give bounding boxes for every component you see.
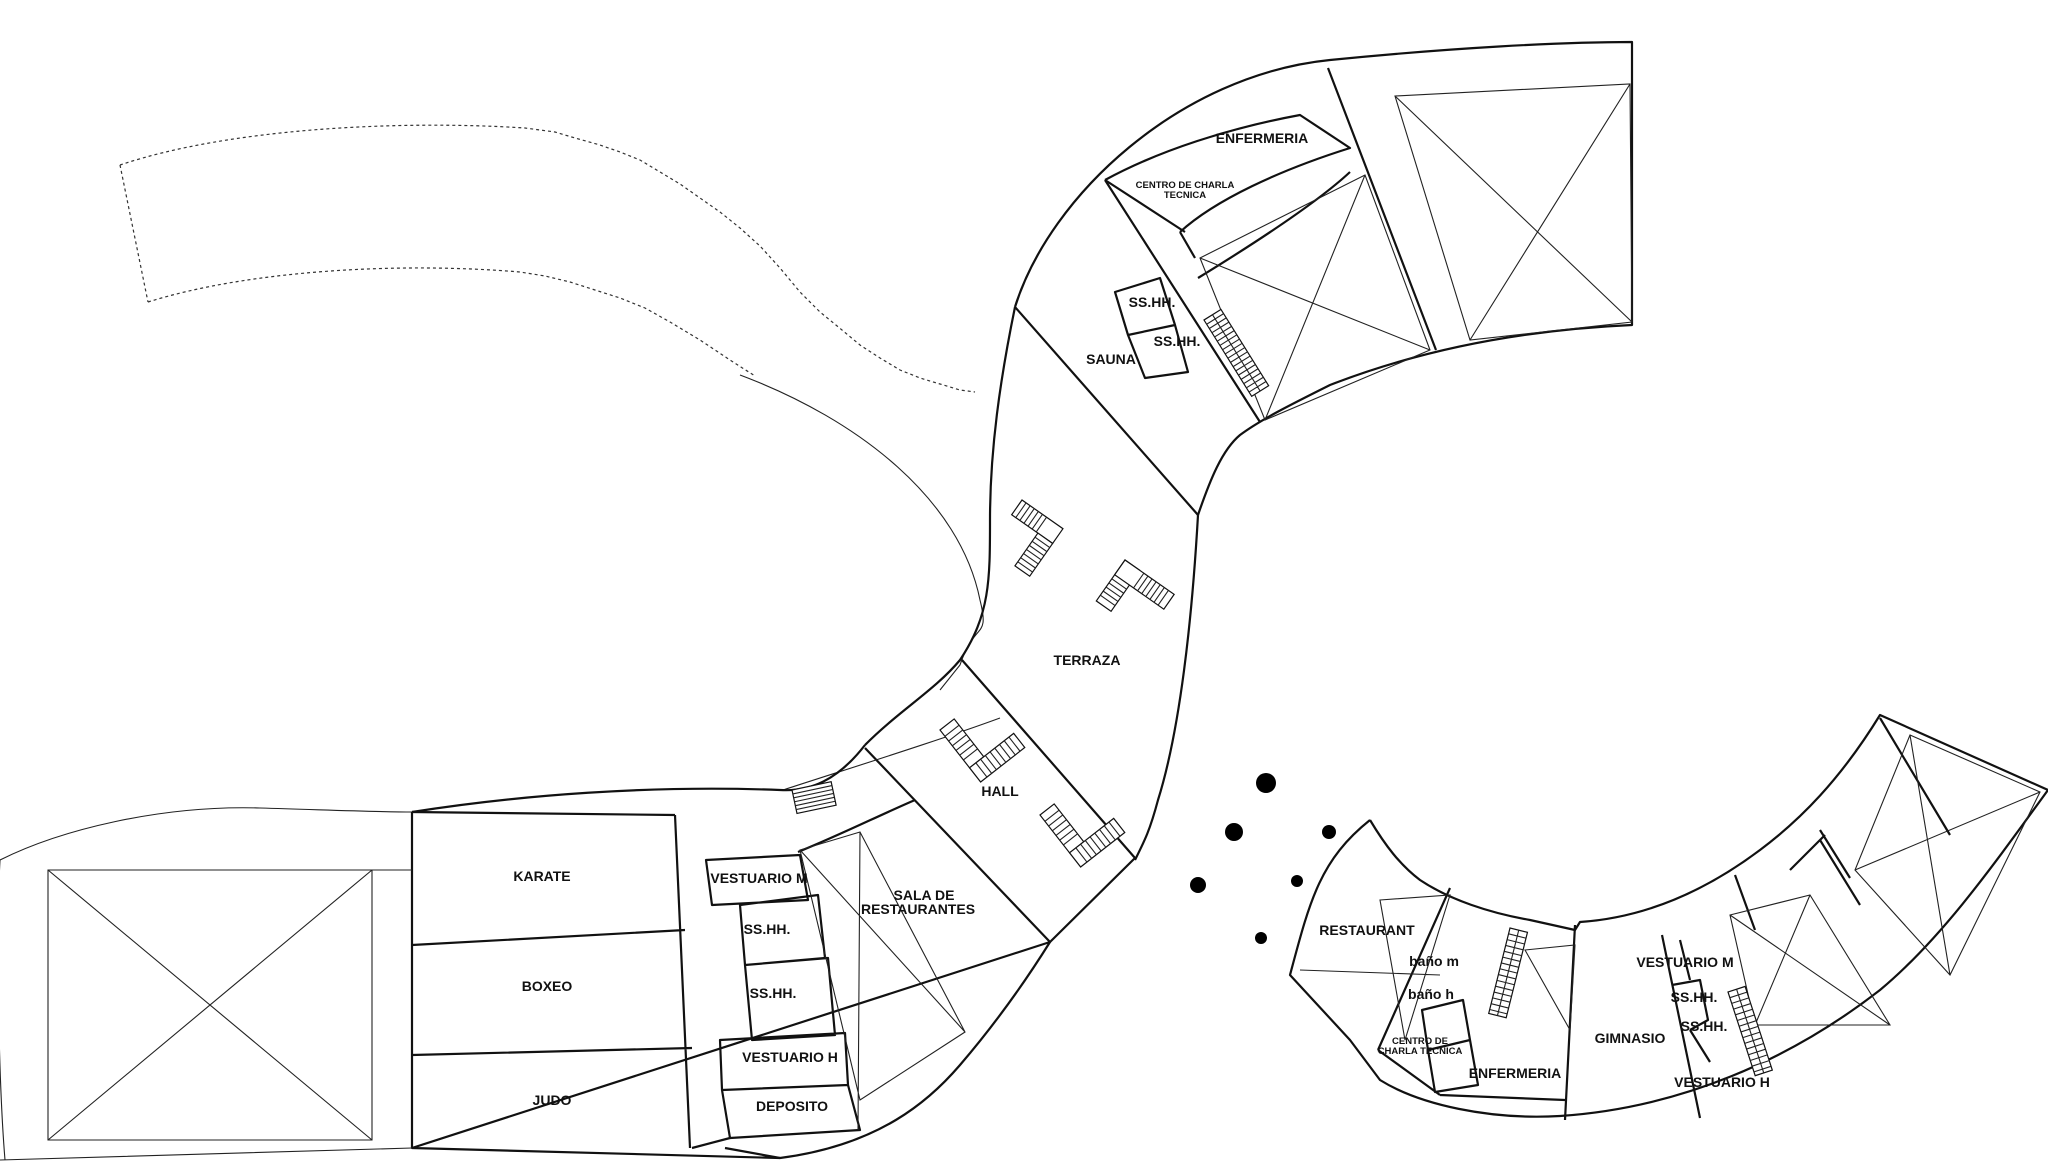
west-corridor xyxy=(691,1136,781,1160)
room-hall: HALL xyxy=(981,783,1019,799)
room-centro-charla-east: CENTRO DE xyxy=(1392,1036,1448,1047)
west-wing-outer xyxy=(410,744,1052,1160)
room-sshh-west-2: SS.HH. xyxy=(750,985,797,1001)
stair-west xyxy=(791,780,837,815)
north-wing-partitions xyxy=(1014,67,1438,516)
upper-terrace-outline xyxy=(119,124,976,393)
bridge-curve-inner xyxy=(782,717,1001,791)
room-vestuario-h-west: VESTUARIO H xyxy=(742,1049,838,1065)
north-wing-outer xyxy=(1013,40,1634,516)
column xyxy=(1255,932,1267,944)
room-deposito: DEPOSITO xyxy=(756,1098,828,1114)
stair-east-2 xyxy=(1727,985,1774,1077)
east-void-3 xyxy=(1299,894,1451,1041)
stair-north xyxy=(1203,308,1270,398)
west-rooms xyxy=(411,798,916,1149)
west-wing-main-top xyxy=(411,810,676,817)
room-bano-h: baño h xyxy=(1408,986,1454,1002)
stair-terraza-2 xyxy=(1095,559,1175,613)
room-sshh-east-1: SS.HH. xyxy=(1671,989,1718,1005)
stair-east-1 xyxy=(1487,927,1529,1019)
room-karate: KARATE xyxy=(513,868,570,884)
room-terraza: TERRAZA xyxy=(1054,652,1121,668)
sala-void xyxy=(799,831,966,1131)
room-judo: JUDO xyxy=(533,1092,572,1108)
column xyxy=(1190,877,1206,893)
room-vestuario-h-east: VESTUARIO H xyxy=(1674,1074,1770,1090)
room-restaurant: RESTAURANT xyxy=(1319,922,1415,938)
north-wing-inner-2 xyxy=(1104,179,1196,259)
upper-terrace-end xyxy=(119,164,149,303)
room-bano-m: baño m xyxy=(1409,953,1459,969)
room-vestuario-m-west: VESTUARIO M xyxy=(710,870,807,886)
west-lobby-curve xyxy=(0,860,413,1161)
east-void-4 xyxy=(1524,944,1576,1032)
room-sala-restaurantes-2: RESTAURANTES xyxy=(861,901,975,917)
room-centro-charla-north: CENTRO DE CHARLA xyxy=(1136,180,1235,191)
stair-hall-1 xyxy=(939,718,1026,783)
column xyxy=(1225,823,1243,841)
column xyxy=(1256,773,1276,793)
east-wing-partitions xyxy=(1376,717,1951,1121)
room-vestuario-m-east: VESTUARIO M xyxy=(1636,954,1733,970)
north-void-1 xyxy=(1394,83,1633,341)
room-sshh-west-1: SS.HH. xyxy=(744,921,791,937)
bridge-right-edge xyxy=(1134,514,1200,861)
room-enfermeria-east: ENFERMERIA xyxy=(1469,1065,1562,1081)
central-void-curve xyxy=(739,374,984,691)
room-sshh-east-2: SS.HH. xyxy=(1681,1018,1728,1034)
lower-left-landscape xyxy=(0,807,413,861)
hall-outline xyxy=(864,659,1137,944)
room-centro-charla-north-2: TECNICA xyxy=(1164,190,1206,201)
east-void-2 xyxy=(1729,894,1891,1026)
room-sala-restaurantes-1: SALA DE xyxy=(894,887,955,903)
stair-hall-2 xyxy=(1039,803,1126,868)
column xyxy=(1291,875,1303,887)
north-wing-inner xyxy=(1104,113,1352,233)
bridge-left-edge xyxy=(864,306,1017,746)
room-boxeo: BOXEO xyxy=(522,978,573,994)
room-sauna: SAUNA xyxy=(1086,351,1136,367)
room-centro-charla-east-2: CHARLA TECNICA xyxy=(1378,1046,1463,1057)
room-gimnasio: GIMNASIO xyxy=(1595,1030,1666,1046)
room-sshh-north-1: SS.HH. xyxy=(1129,294,1176,310)
west-void xyxy=(47,869,373,1141)
east-wing-outer xyxy=(1288,713,2048,1118)
room-enfermeria-north: ENFERMERIA xyxy=(1216,130,1309,146)
column xyxy=(1322,825,1336,839)
room-sshh-north-2: SS.HH. xyxy=(1154,333,1201,349)
stair-terraza-1 xyxy=(1010,499,1064,578)
east-void-1 xyxy=(1854,734,2041,976)
